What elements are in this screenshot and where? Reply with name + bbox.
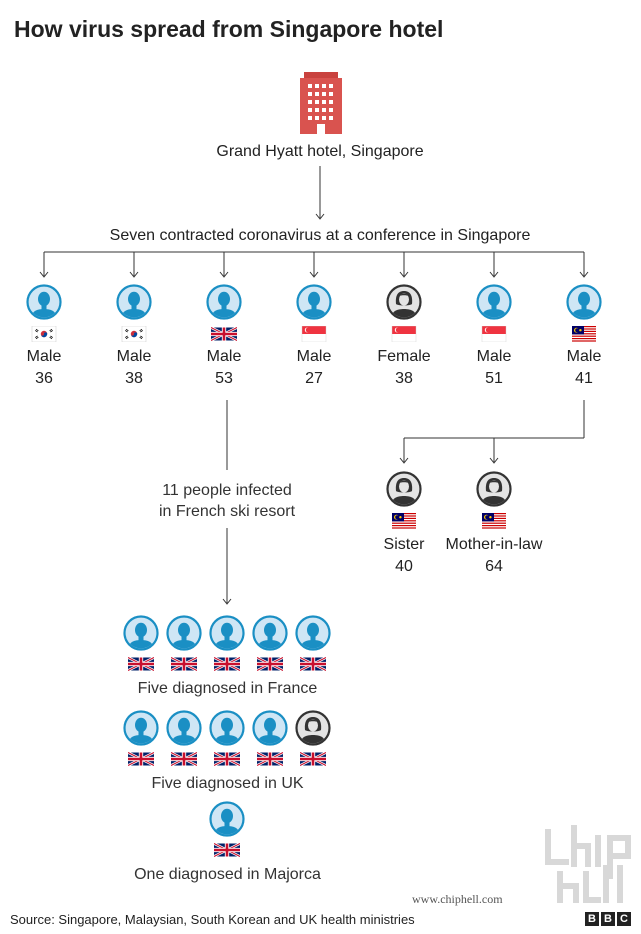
male-person-icon <box>26 284 62 320</box>
uk-flag-icon <box>214 842 240 858</box>
age-label: 38 <box>395 370 413 387</box>
uk-group-label: Five diagnosed in UK <box>151 775 304 792</box>
male-person-icon <box>566 284 602 320</box>
hotel-building-icon <box>300 72 342 134</box>
bbc-logo: B B C <box>585 912 631 926</box>
malaysia-flag-icon <box>481 513 507 529</box>
age-label: 51 <box>485 370 503 387</box>
malaysia-flag-icon <box>391 513 417 529</box>
male-person-icon <box>252 615 288 651</box>
bbc-letter: B <box>601 912 615 926</box>
chiphell-watermark-logo <box>545 825 631 903</box>
majorca-group-label: One diagnosed in Majorca <box>134 866 321 883</box>
bbc-letter: C <box>617 912 631 926</box>
malaysia-flag-icon <box>571 326 597 342</box>
bbc-letter: B <box>585 912 599 926</box>
female-person-icon <box>295 710 331 746</box>
relation-label: Sister <box>383 536 425 553</box>
male-person-icon <box>123 615 159 651</box>
singapore-flag-icon <box>391 326 417 342</box>
uk-flag-icon <box>300 751 326 767</box>
male-person-icon <box>206 284 242 320</box>
male-person-icon <box>209 615 245 651</box>
case-label: Female 38 <box>364 346 444 390</box>
sex-label: Male <box>476 348 512 365</box>
male-person-icon <box>166 615 202 651</box>
uk-flag-icon <box>211 326 237 342</box>
case-label: Male 41 <box>544 346 624 390</box>
case-label: Male 53 <box>184 346 264 390</box>
family-mother-in-law: Mother-in-law 64 <box>430 534 558 578</box>
uk-flag-icon <box>300 656 326 672</box>
case-label: Male 36 <box>4 346 84 390</box>
sex-label: Male <box>116 348 152 365</box>
hotel-label: Grand Hyatt hotel, Singapore <box>216 143 424 160</box>
family-sister: Sister 40 <box>364 534 444 578</box>
male-person-icon <box>476 284 512 320</box>
age-label: 36 <box>35 370 53 387</box>
singapore-flag-icon <box>301 326 327 342</box>
watermark-url: www.chiphell.com <box>412 892 503 906</box>
case-label: Male 38 <box>94 346 174 390</box>
age-label: 64 <box>485 558 503 575</box>
relation-label: Mother-in-law <box>445 536 543 553</box>
sex-label: Male <box>296 348 332 365</box>
uk-flag-icon <box>257 656 283 672</box>
age-label: 38 <box>125 370 143 387</box>
female-person-icon <box>476 471 512 507</box>
male-person-icon <box>296 284 332 320</box>
ski-resort-label: 11 people infected in French ski resort <box>127 480 327 522</box>
sex-label: Male <box>206 348 242 365</box>
south-korea-flag-icon <box>121 326 147 342</box>
uk-flag-icon <box>214 751 240 767</box>
sex-label: Male <box>26 348 62 365</box>
male-person-icon <box>116 284 152 320</box>
age-label: 53 <box>215 370 233 387</box>
male-person-icon <box>209 710 245 746</box>
uk-flag-icon <box>171 751 197 767</box>
source-note: Source: Singapore, Malaysian, South Kore… <box>10 912 415 927</box>
page-title: How virus spread from Singapore hotel <box>14 16 444 42</box>
case-label: Male 51 <box>454 346 534 390</box>
uk-flag-icon <box>257 751 283 767</box>
france-group-label: Five diagnosed in France <box>137 680 318 697</box>
ski-label-line1: 11 people infected <box>162 482 292 499</box>
singapore-flag-icon <box>481 326 507 342</box>
female-person-icon <box>386 471 422 507</box>
uk-flag-icon <box>214 656 240 672</box>
female-person-icon <box>386 284 422 320</box>
child-person-icon <box>295 615 331 651</box>
male-person-icon <box>252 710 288 746</box>
ski-label-line2: in French ski resort <box>158 503 296 520</box>
age-label: 40 <box>395 558 413 575</box>
case-label: Male 27 <box>274 346 354 390</box>
age-label: 41 <box>575 370 593 387</box>
sex-label: Female <box>377 348 431 365</box>
south-korea-flag-icon <box>31 326 57 342</box>
male-person-icon <box>123 710 159 746</box>
uk-flag-icon <box>128 751 154 767</box>
conference-label: Seven contracted coronavirus at a confer… <box>109 227 531 244</box>
male-person-icon <box>209 801 245 837</box>
age-label: 27 <box>305 370 323 387</box>
uk-flag-icon <box>171 656 197 672</box>
uk-flag-icon <box>128 656 154 672</box>
male-person-icon <box>166 710 202 746</box>
sex-label: Male <box>566 348 602 365</box>
